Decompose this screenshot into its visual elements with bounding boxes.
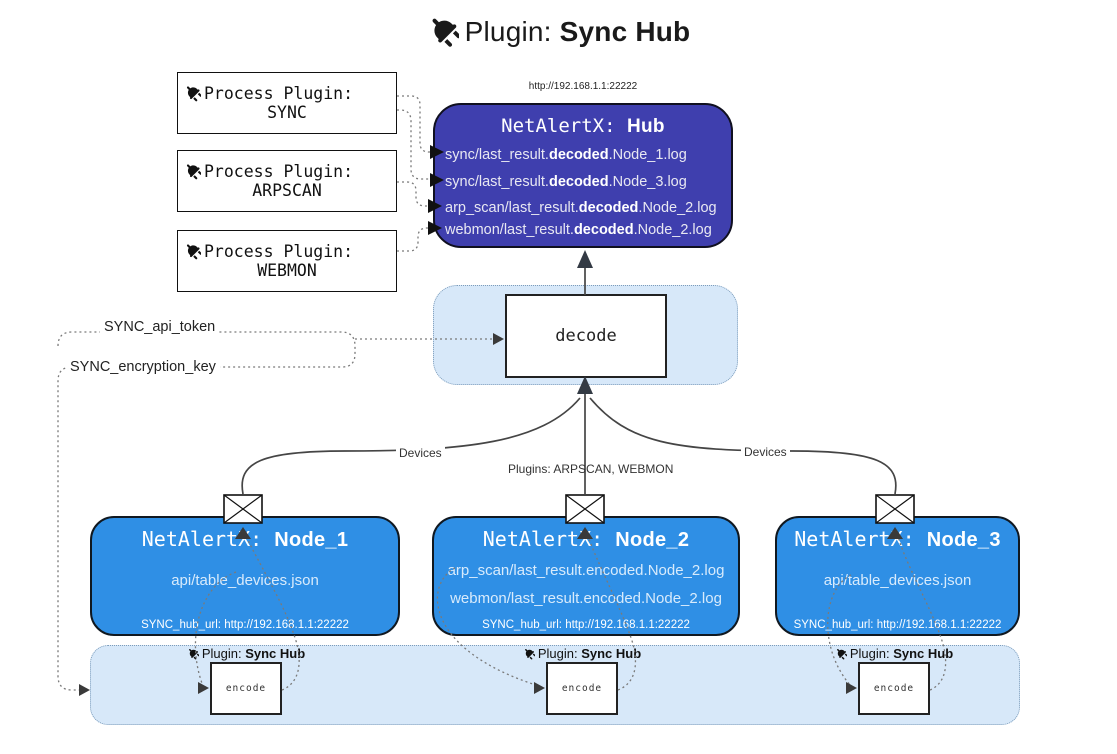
- process-plugin-label: Process Plugin:: [204, 84, 354, 103]
- hub-title-prefix: NetAlertX:: [501, 115, 627, 137]
- sync-encryption-key-label: SYNC_encryption_key: [66, 359, 220, 375]
- plug-icon: [836, 648, 847, 660]
- envelope-icon: [223, 494, 263, 524]
- encode1-plugin-label: Plugin: Sync Hub: [166, 646, 326, 661]
- plug-icon: [186, 164, 201, 180]
- page-title-prefix: Plugin:: [464, 16, 560, 47]
- plug-icon: [524, 648, 535, 660]
- process-plugin-label: Process Plugin:: [204, 242, 354, 261]
- devices-left-edge-label: Devices: [396, 446, 445, 460]
- process-plugin-label: Process Plugin:: [204, 162, 354, 181]
- encode2-box: encode: [546, 662, 618, 715]
- encode3-plugin-label: Plugin: Sync Hub: [814, 646, 974, 661]
- page-title: Plugin: Sync Hub: [0, 16, 1117, 48]
- envelope-icon: [875, 494, 915, 524]
- hub-log-line: webmon/last_result.decoded.Node_2.log: [445, 222, 712, 238]
- encode3-box: encode: [858, 662, 930, 715]
- devices-right-edge-label: Devices: [741, 445, 790, 459]
- process-plugin-name: ARPSCAN: [252, 181, 322, 200]
- decode-box: decode: [505, 294, 667, 378]
- plug-icon: [186, 86, 201, 102]
- process-plugin-webmon-box: Process Plugin: WEBMON: [177, 230, 397, 292]
- node2-file-line: arp_scan/last_result.encoded.Node_2.log: [447, 562, 725, 579]
- node2-hub-url: SYNC_hub_url: http://192.168.1.1:22222: [482, 619, 690, 631]
- process-plugin-arpscan-box: Process Plugin: ARPSCAN: [177, 150, 397, 212]
- node3-hub-url: SYNC_hub_url: http://192.168.1.1:22222: [793, 619, 1002, 631]
- hub-url-label: http://192.168.1.1:22222: [528, 81, 638, 92]
- plug-icon: [188, 648, 199, 660]
- plug-icon: [432, 18, 459, 47]
- page-title-name: Sync Hub: [559, 16, 691, 47]
- sync-api-token-label: SYNC_api_token: [100, 319, 220, 335]
- process-plugin-name: SYNC: [267, 103, 307, 122]
- hub-title: NetAlertX: Hub: [435, 115, 731, 138]
- netalertx-hub-box: NetAlertX: Hub sync/last_result.decoded.…: [433, 103, 733, 248]
- node1-hub-url: SYNC_hub_url: http://192.168.1.1:22222: [141, 619, 349, 631]
- process-plugin-sync-box: Process Plugin: SYNC: [177, 72, 397, 134]
- node3-title: NetAlertX: Node_3: [794, 527, 1001, 551]
- hub-log-line: sync/last_result.decoded.Node_1.log: [445, 147, 687, 163]
- hub-log-line: sync/last_result.decoded.Node_3.log: [445, 174, 687, 190]
- hub-title-name: Hub: [627, 116, 665, 137]
- netalertx-node3-box: NetAlertX: Node_3 api/table_devices.json…: [775, 516, 1020, 636]
- envelope-icon: [565, 494, 605, 524]
- hub-log-line: arp_scan/last_result.decoded.Node_2.log: [445, 200, 717, 216]
- plug-icon: [186, 244, 201, 260]
- node2-title: NetAlertX: Node_2: [482, 527, 690, 551]
- netalertx-node2-box: NetAlertX: Node_2 arp_scan/last_result.e…: [432, 516, 740, 636]
- node2-file-line: webmon/last_result.encoded.Node_2.log: [450, 590, 722, 607]
- plugins-edge-label: Plugins: ARPSCAN, WEBMON: [508, 462, 674, 476]
- page-title-text: Plugin: Sync Hub: [465, 16, 691, 48]
- process-plugin-name: WEBMON: [257, 261, 317, 280]
- encode1-box: encode: [210, 662, 282, 715]
- encode2-plugin-label: Plugin: Sync Hub: [502, 646, 662, 661]
- node1-file-line: api/table_devices.json: [171, 572, 319, 589]
- node3-file-line: api/table_devices.json: [823, 572, 972, 589]
- netalertx-node1-box: NetAlertX: Node_1 api/table_devices.json…: [90, 516, 400, 636]
- node1-title: NetAlertX: Node_1: [141, 527, 349, 551]
